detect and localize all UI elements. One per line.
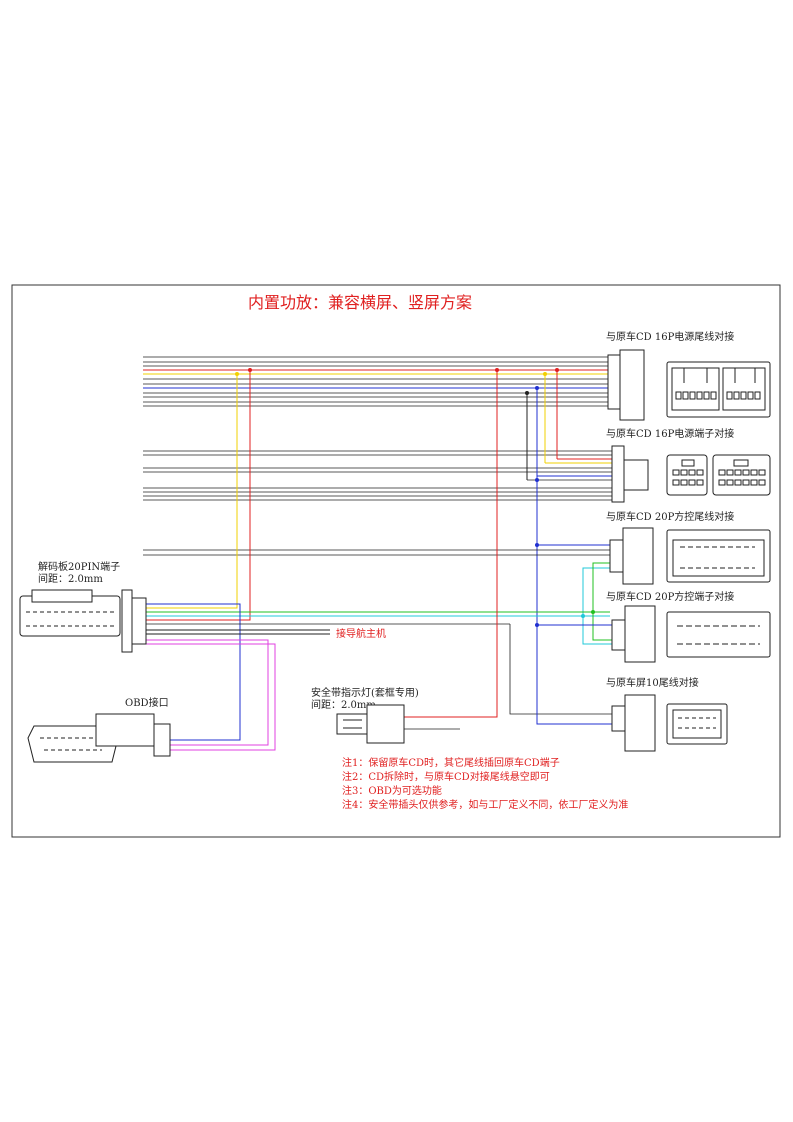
bus-16p-tail (143, 356, 608, 407)
obd-title: OBD接口 (125, 696, 169, 709)
decoder-pitch: 间距：2.0mm (38, 572, 103, 585)
note-1: 注1：保留原车CD时，其它尾线插回原车CD端子 (342, 756, 560, 769)
cd16p-terminal-label: 与原车CD 16P电源端子对接 (606, 427, 734, 440)
nav-host-label: 接导航主机 (336, 627, 386, 640)
note-3: 注3：OBD为可选功能 (342, 784, 442, 797)
cd20p-terminal-connector (611, 605, 656, 663)
bus-16p-terminal (143, 450, 612, 501)
cd16p-tail-socket (666, 361, 771, 418)
cd16p-tail-connector (607, 349, 645, 421)
notes: 注1：保留原车CD时，其它尾线插回原车CD端子 注2：CD拆除时，与原车CD对接… (342, 756, 628, 811)
screen10-tail-connector (611, 694, 656, 752)
cd16p-terminal-socket (666, 454, 771, 496)
cd16p-tail-label: 与原车CD 16P电源尾线对接 (606, 330, 734, 343)
cd20p-tail-socket (666, 529, 771, 583)
seatbelt-pitch: 间距：2.0mm (311, 698, 376, 711)
cd20p-terminal-label: 与原车CD 20P方控端子对接 (606, 590, 734, 603)
seatbelt-title: 安全带指示灯(套框专用) (311, 686, 419, 699)
note-4: 注4：安全带插头仅供参考，如与工厂定义不同，依工厂定义为准 (342, 798, 628, 811)
junction-dots (235, 368, 595, 627)
frame-border (11, 284, 781, 838)
cd20p-terminal-socket (666, 611, 771, 658)
decoder-20pin-connector (19, 589, 147, 653)
cd16p-terminal-connector (611, 445, 649, 503)
decoder-title: 解码板20PIN端子 (38, 560, 120, 573)
obd-connector (27, 713, 171, 763)
screen10-tail-socket (666, 703, 728, 745)
diagram-title: 内置功放：兼容横屏、竖屏方案 (248, 293, 472, 312)
bus-20p-tail (143, 549, 610, 556)
note-2: 注2：CD拆除时，与原车CD对接尾线悬空即可 (342, 770, 550, 783)
seatbelt-connector (336, 704, 405, 744)
cd20p-tail-label: 与原车CD 20P方控尾线对接 (606, 510, 734, 523)
screen10-tail-label: 与原车屏10尾线对接 (606, 676, 699, 689)
cd20p-tail-connector (609, 527, 654, 585)
